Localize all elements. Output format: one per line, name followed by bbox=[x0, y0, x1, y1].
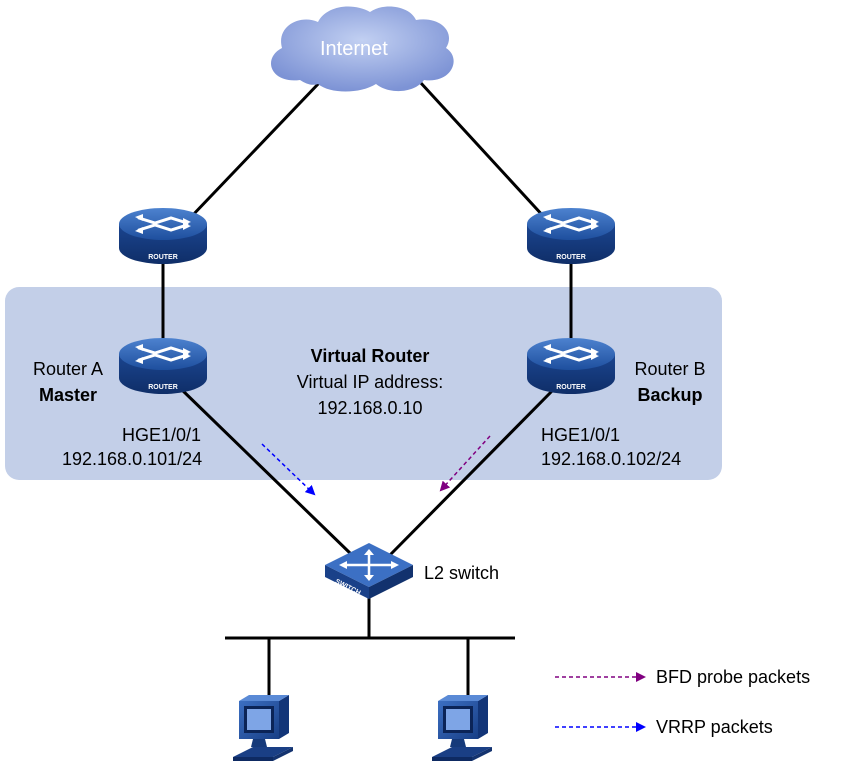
vrrp-arrow-router-a bbox=[261, 443, 316, 496]
link-router-b-switch bbox=[388, 386, 557, 557]
link-internet-top-router-left bbox=[188, 80, 322, 220]
router-a-ip: 192.168.0.101/24 bbox=[62, 449, 203, 469]
router-top-right-icon: ROUTER bbox=[525, 206, 617, 266]
virtual-router-region bbox=[5, 287, 722, 480]
legend-bfd-label: BFD probe packets bbox=[656, 667, 811, 687]
host-pc-right-icon bbox=[432, 695, 492, 761]
router-icon-caption: ROUTER bbox=[556, 254, 586, 261]
router-icon-caption: ROUTER bbox=[556, 384, 586, 391]
virtual-router-title: Virtual Router bbox=[310, 346, 430, 366]
l2-switch-icon: SWITCH bbox=[325, 543, 413, 599]
router-top-left-icon: ROUTER bbox=[117, 206, 209, 266]
router-icon-caption: ROUTER bbox=[148, 254, 178, 261]
host-pc-left-icon bbox=[233, 695, 293, 761]
link-router-a-switch bbox=[178, 386, 354, 557]
link-internet-top-router-right bbox=[418, 80, 547, 220]
network-links bbox=[161, 80, 573, 700]
router-b-name: Router B bbox=[634, 359, 706, 379]
router-a-role: Master bbox=[38, 385, 98, 405]
router-b-interface: HGE1/0/1 bbox=[541, 425, 621, 445]
router-a-name: Router A bbox=[32, 359, 104, 379]
virtual-ip-value: 192.168.0.10 bbox=[317, 398, 423, 418]
router-b-role: Backup bbox=[637, 385, 703, 405]
router-b-icon: ROUTER bbox=[525, 336, 617, 396]
router-a-interface: HGE1/0/1 bbox=[122, 425, 202, 445]
internet-cloud-icon bbox=[270, 6, 454, 92]
router-b-ip: 192.168.0.102/24 bbox=[541, 449, 682, 469]
router-a-icon: ROUTER bbox=[117, 336, 209, 396]
legend-vrrp-label: VRRP packets bbox=[656, 717, 773, 737]
switch-label: L2 switch bbox=[424, 563, 500, 583]
bfd-arrow-router-b bbox=[439, 435, 491, 492]
router-icon-caption: ROUTER bbox=[148, 384, 178, 391]
virtual-ip-label: Virtual IP address: bbox=[296, 372, 444, 392]
internet-label: Internet bbox=[320, 38, 388, 60]
